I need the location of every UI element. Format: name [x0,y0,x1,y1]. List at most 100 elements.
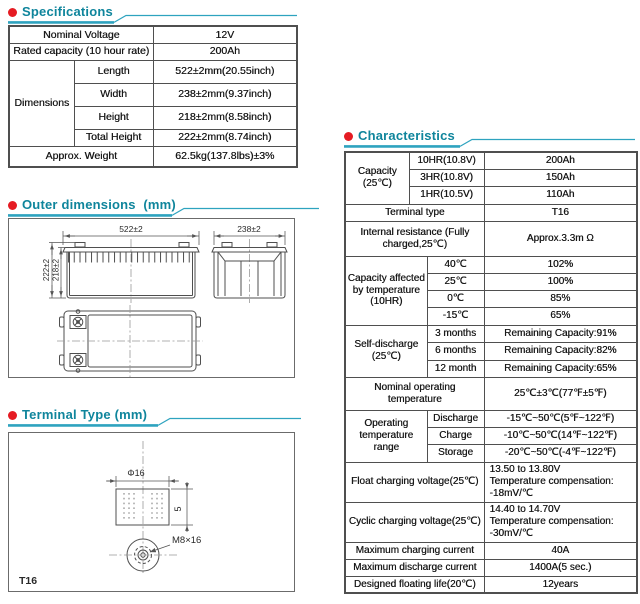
char-label-cell: Nominal operating temperature [344,376,485,411]
char-param-cell: 6 months [426,341,485,361]
terminal-type-heading: Terminal Type (mm) [8,406,308,427]
spec-value-cell: 222±2mm(8.74inch) [152,128,298,147]
char-value-cell: 150Ah [483,168,638,187]
terminal-name-label: T16 [19,575,37,587]
table-row: 12 month Remaining Capacity:65% [345,359,638,378]
char-param-cell: 40℃ [426,255,485,274]
char-label-cell: Float charging voltage(25℃) [344,461,485,503]
table-row: Capacity affected by temperature (10HR) … [344,255,638,326]
char-param-cell: 1HR(10.5V) [408,185,485,205]
char-value-cell: 13.50 to 13.80V Temperature compensation… [483,461,638,503]
terminal-dimensions [106,476,193,532]
battery-dimension-diagram: 522±2 222±2 218±2 [42,224,288,377]
section-title: Characteristics [358,128,455,143]
section-title: Terminal Type (mm) [22,407,148,422]
spec-value-cell: 218±2mm(8.58inch) [152,105,298,130]
char-value-cell: -10℃~50℃(14℉~122℉) [483,426,638,445]
char-label-cell: Internal resistance (Fully charged,25℃) [344,220,485,257]
specifications-table: Nominal Voltage 12V Rated capacity (10 h… [8,25,298,168]
char-group-cell: Self-discharge (25℃) [344,324,428,378]
outer-dimensions-drawing: 522±2 222±2 218±2 [8,218,295,378]
table-row: 3HR(10.8V) 150Ah [345,168,638,187]
char-param-cell: Storage [426,443,485,463]
char-label-cell: Terminal type [344,203,485,222]
spec-value-cell: 522±2mm(20.55inch) [152,59,298,84]
table-row: Width 238±2mm(9.37inch) [9,82,298,107]
terminal-top-view [109,538,177,572]
char-value-cell: 200Ah [483,151,638,170]
section-title: Specifications [22,4,113,19]
dimension-label-width: 238±2 [237,224,261,234]
terminal-type-drawing: Φ16 5 M8×16 T16 [8,432,295,592]
table-row: Nominal Voltage 12V [8,25,298,44]
dimension-label-length: 522±2 [119,224,143,234]
heading-underline [8,207,319,217]
char-value-cell: T16 [483,203,638,222]
char-value-cell: 40A [483,541,638,560]
spec-group-cell: Dimensions [8,59,75,147]
section-title: Outer dimensions (mm) [22,197,176,212]
char-value-cell: -20℃~50℃(-4℉~122℉) [483,443,638,463]
char-value-cell: Remaining Capacity:65% [483,359,638,378]
terminal-side-view [115,441,170,573]
char-value-cell: 100% [483,272,638,291]
table-row: Float charging voltage(25℃) 13.50 to 13.… [344,461,638,503]
front-view-dimensions [49,231,200,299]
table-row: Internal resistance (Fully charged,25℃) … [344,220,638,257]
spec-label-cell: Width [73,82,154,107]
char-label-cell: Cyclic charging voltage(25℃) [344,501,485,543]
heading-underline [8,14,297,24]
char-param-cell: 10HR(10.8V) [408,151,485,170]
char-value-cell: 65% [483,306,638,326]
table-row: Designed floating life(20℃) 12years [344,575,638,594]
spec-label-cell: Approx. Weight [8,145,154,168]
char-label-cell: Maximum discharge current [344,558,485,577]
char-value-cell: 25℃±3℃(77℉±5℉) [483,376,638,411]
table-row: Charge -10℃~50℃(14℉~122℉) [345,426,638,445]
heading-underline [8,417,301,427]
table-row: -15℃ 65% [345,306,638,326]
char-value-cell: Remaining Capacity:91% [483,324,638,343]
char-param-cell: 0℃ [426,289,485,308]
char-value-cell: Remaining Capacity:82% [483,341,638,361]
spec-label-cell: Total Height [73,128,154,147]
table-row: Rated capacity (10 hour rate) 200Ah [8,42,298,61]
dimension-label-total-height: 222±2 [42,258,51,281]
dimension-label-diameter: Φ16 [127,468,144,478]
table-row: Nominal operating temperature 25℃±3℃(77℉… [344,376,638,411]
bullet-icon [8,411,17,420]
bullet-icon [8,201,17,210]
char-label-cell: Maximum charging current [344,541,485,560]
char-param-cell: 12 month [426,359,485,378]
spec-value-cell: 238±2mm(9.37inch) [152,82,298,107]
thread-label: M8×16 [172,535,201,546]
spec-label-cell: Height [73,105,154,130]
table-row: Total Height 222±2mm(8.74inch) [9,128,298,147]
side-view-dimensions [213,231,286,245]
table-row: Approx. Weight 62.5kg(137.8lbs)±3% [8,145,298,168]
spec-value-cell: 12V [152,25,298,44]
spec-label-cell: Nominal Voltage [8,25,154,44]
characteristics-heading: Characteristics [344,127,640,148]
heading-underline [344,138,635,148]
table-row: 1HR(10.5V) 110Ah [345,185,638,205]
left-column: Specifications Nominal Voltage 12V Rated… [8,0,324,604]
table-row: Height 218±2mm(8.58inch) [9,105,298,130]
char-group-cell: Capacity affected by temperature (10HR) [344,255,428,326]
bullet-icon [8,8,17,17]
char-value-cell: 102% [483,255,638,274]
char-value-cell: 1400A(5 sec.) [483,558,638,577]
table-row: Terminal type T16 [344,203,638,222]
thread-callout-arrow [149,544,171,553]
char-param-cell: -15℃ [426,306,485,326]
char-param-cell: 3 months [426,324,485,343]
terminal-diagram: Φ16 5 M8×16 T16 [19,441,201,587]
char-param-cell: 25℃ [426,272,485,291]
char-value-cell: -15℃~50℃(5℉~122℉) [483,409,638,428]
table-row: Operating temperature range Discharge -1… [344,409,638,463]
table-row: Maximum charging current 40A [344,541,638,560]
spec-value-cell: 62.5kg(137.8lbs)±3% [152,145,298,168]
table-row: Cyclic charging voltage(25℃) 14.40 to 14… [344,501,638,543]
table-row: Dimensions Length 522±2mm(20.55inch) [8,59,298,147]
